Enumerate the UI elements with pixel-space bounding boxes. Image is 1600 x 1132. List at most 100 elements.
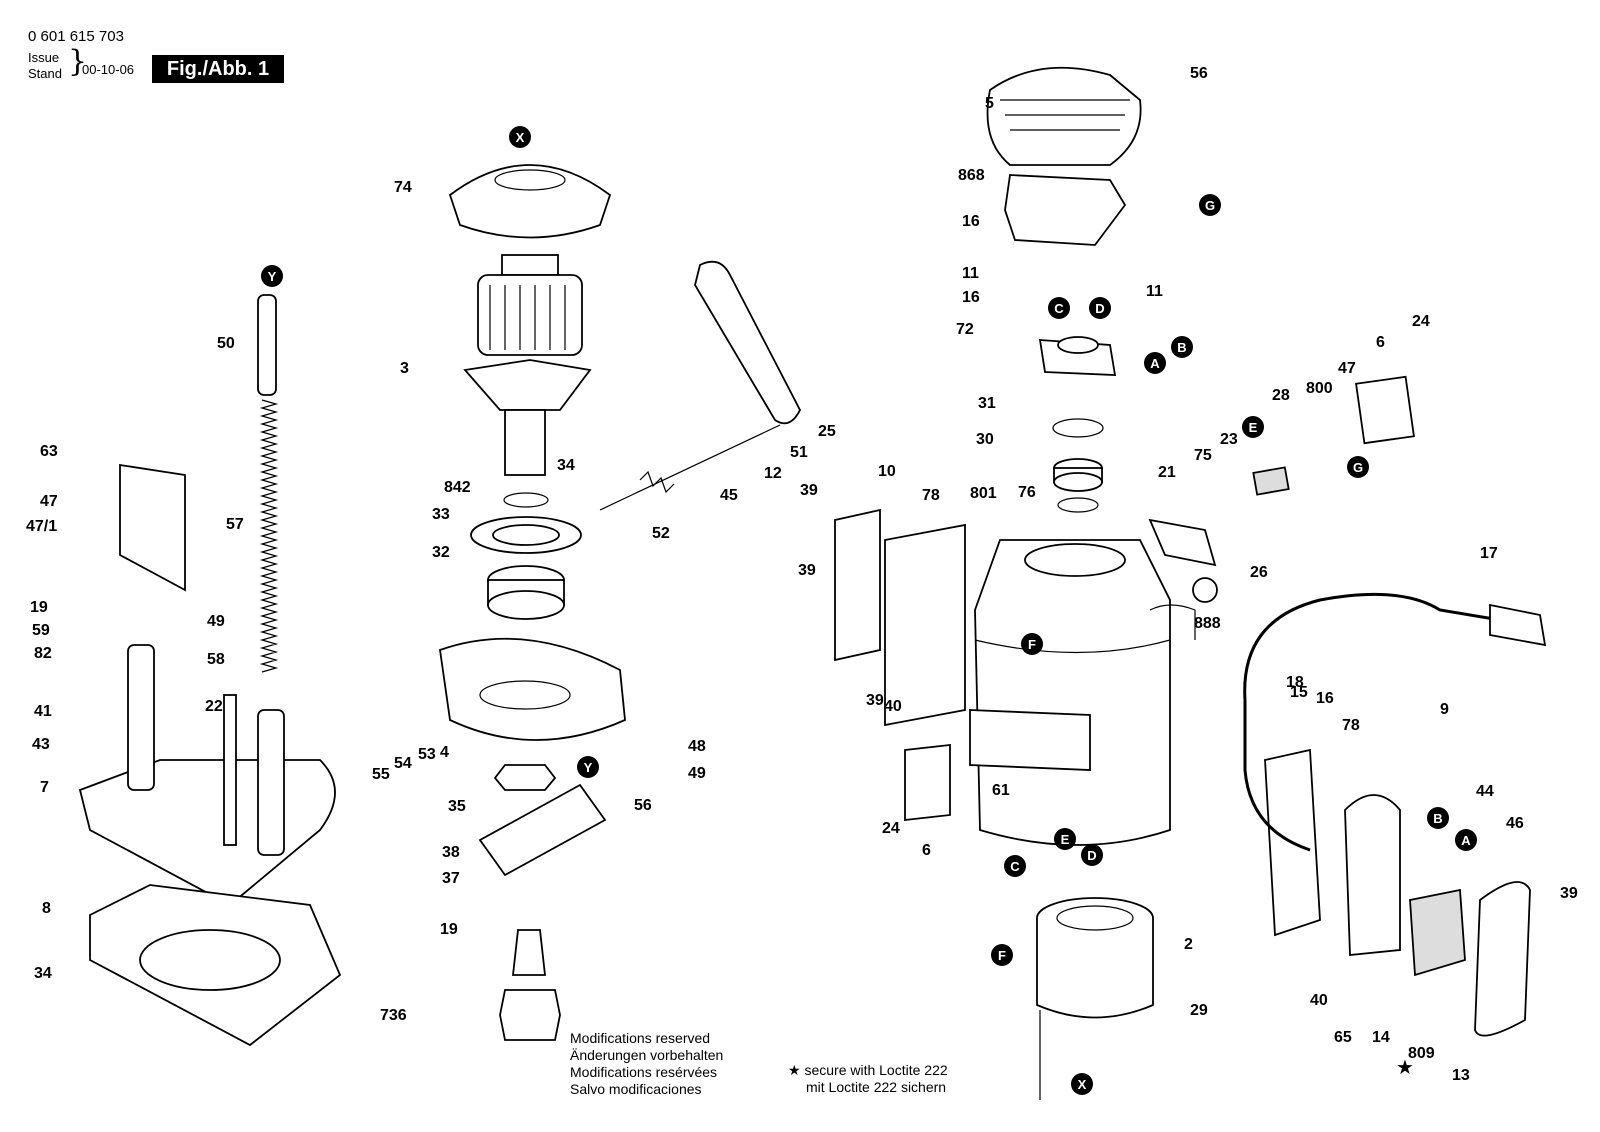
figure-label: Fig./Abb. 1: [152, 55, 284, 83]
part-label: 61: [992, 782, 1010, 799]
part-label: 14: [1372, 1029, 1390, 1046]
part-label: 19: [440, 921, 458, 938]
connection-marker: D: [1089, 297, 1111, 319]
svg-text:C: C: [1054, 301, 1064, 316]
svg-text:A: A: [1461, 833, 1471, 848]
part-label: 6: [1376, 334, 1385, 351]
part-label: 54: [394, 755, 412, 772]
part-label: 39: [800, 482, 818, 499]
part-label: 38: [442, 844, 460, 861]
part-label: 6: [922, 842, 931, 859]
connection-marker: G: [1347, 456, 1369, 478]
part-label: 49: [688, 765, 706, 782]
part-label: 65: [1334, 1029, 1352, 1046]
connection-marker: X: [509, 126, 531, 148]
part-label: 82: [34, 645, 52, 662]
part-label: 57: [226, 516, 244, 533]
stand-label: Stand: [28, 66, 62, 81]
part-label: 809: [1408, 1045, 1435, 1062]
part-label: 3: [400, 360, 409, 377]
svg-text:Y: Y: [268, 269, 277, 284]
part-label: 48: [688, 738, 706, 755]
connection-marker: B: [1171, 336, 1193, 358]
part-label: 63: [40, 443, 58, 460]
part-label: 41: [34, 703, 52, 720]
part-label: 53: [418, 746, 436, 763]
part-label: 56: [1190, 65, 1208, 82]
part-label: 26: [1250, 564, 1268, 581]
part-label: 19: [30, 599, 48, 616]
part-label: 28: [1272, 387, 1290, 404]
part-label: 24: [1412, 313, 1430, 330]
part-label: 37: [442, 870, 460, 887]
part-label: 74: [394, 179, 412, 196]
svg-text:C: C: [1010, 859, 1020, 874]
connection-marker: E: [1242, 416, 1264, 438]
part-label: 17: [1480, 545, 1498, 562]
part-label: 21: [1158, 464, 1176, 481]
modifications-note: Modifications reserved Änderungen vorbeh…: [570, 1030, 723, 1098]
connection-marker: F: [1021, 633, 1043, 655]
part-label: 45: [720, 487, 738, 504]
connection-marker: X: [1071, 1073, 1093, 1095]
part-label: 35: [448, 798, 466, 815]
part-label: 47: [1338, 360, 1356, 377]
issue-label: Issue: [28, 50, 60, 65]
svg-text:Y: Y: [584, 760, 593, 775]
connection-marker: C: [1048, 297, 1070, 319]
part-label: 52: [652, 525, 670, 542]
part-label: 40: [884, 698, 902, 715]
part-label: 29: [1190, 1002, 1208, 1019]
part-label: 43: [32, 736, 50, 753]
part-label: 888: [1194, 615, 1221, 632]
part-number: 0 601 615 703: [28, 28, 124, 45]
svg-text:B: B: [1433, 811, 1442, 826]
star-icon: ★: [1396, 1057, 1414, 1079]
part-label: 736: [380, 1007, 407, 1024]
part-label: 868: [958, 167, 985, 184]
svg-text:F: F: [998, 948, 1006, 963]
svg-text:G: G: [1353, 460, 1363, 475]
part-label: 58: [207, 651, 225, 668]
part-label: 801: [970, 485, 997, 502]
part-label: 59: [32, 622, 50, 639]
part-label: 5: [985, 95, 994, 112]
part-label: 15: [1290, 684, 1308, 701]
connection-marker: D: [1081, 844, 1103, 866]
part-label: 44: [1476, 783, 1494, 800]
modifications-line-fr: Modifications resérvées: [570, 1064, 718, 1080]
loctite-note: ★ secure with Loctite 222 mit Loctite 22…: [788, 1062, 948, 1096]
connection-marker: E: [1054, 828, 1076, 850]
svg-text:B: B: [1177, 340, 1186, 355]
modifications-line-es: Salvo modificaciones: [570, 1081, 702, 1097]
part-label: 72: [956, 321, 974, 338]
part-label: 22: [205, 698, 223, 715]
part-label: 40: [1310, 992, 1328, 1009]
svg-text:X: X: [1078, 1077, 1087, 1092]
part-label: 800: [1306, 380, 1333, 397]
part-label: 56: [634, 797, 652, 814]
part-label: 23: [1220, 431, 1238, 448]
svg-text:E: E: [1061, 832, 1070, 847]
part-label: 31: [978, 395, 996, 412]
issue-brace: }: [68, 44, 88, 79]
part-label: 16: [1316, 690, 1334, 707]
part-label: 24: [882, 820, 900, 837]
connection-marker: Y: [577, 756, 599, 778]
svg-text:F: F: [1028, 637, 1036, 652]
part-label: 10: [878, 463, 896, 480]
loctite-line-en: secure with Loctite 222: [804, 1062, 948, 1078]
part-label: 18: [1286, 674, 1304, 691]
connection-marker: G: [1199, 194, 1221, 216]
connection-marker: Y: [261, 265, 283, 287]
connection-marker: C: [1004, 855, 1026, 877]
part-label: 39: [798, 562, 816, 579]
part-label: 32: [432, 544, 450, 561]
part-label: 49: [207, 613, 225, 630]
part-label: 76: [1018, 484, 1036, 501]
issue-date: 00-10-06: [82, 62, 135, 77]
part-label: 12: [764, 465, 782, 482]
part-label: 16: [962, 213, 980, 230]
